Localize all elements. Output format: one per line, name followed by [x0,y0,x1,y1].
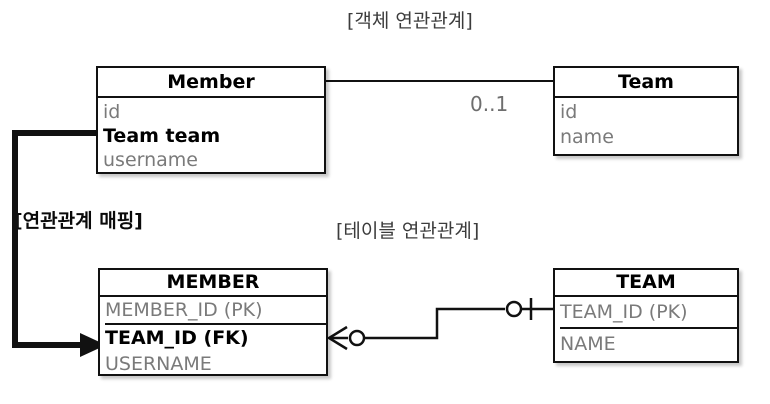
table-box-member-title: MEMBER [100,270,326,297]
table-column-member-id: MEMBER_ID (PK) [105,299,263,321]
class-field-team-id: id [560,101,578,123]
table-box-team[interactable]: TEAM TEAM_ID (PK) NAME [553,268,739,363]
table-box-member[interactable]: MEMBER MEMBER_ID (PK) TEAM_ID (FK) USERN… [98,268,328,376]
table-column-member-username: USERNAME [105,353,212,375]
caption-object-association: [객체 연관관계] [347,10,473,32]
class-box-member[interactable]: Member id Team team username [96,66,326,174]
table-column-team-id: TEAM_ID (PK) [560,301,688,323]
class-box-team-title: Team [555,68,737,98]
multiplicity-label: 0..1 [470,92,509,116]
table-relationship-connector [326,298,553,351]
mapping-arrow [12,130,106,357]
class-field-member-username: username [103,149,198,171]
table-box-member-fields: MEMBER_ID (PK) TEAM_ID (FK) USERNAME [100,297,326,377]
class-field-member-id: id [103,101,121,123]
table-column-member-team-id: TEAM_ID (FK) [105,327,249,349]
class-box-team[interactable]: Team id name [553,66,739,156]
class-box-member-title: Member [98,68,324,98]
class-box-team-fields: id name [555,98,737,150]
caption-table-association: [테이블 연관관계] [336,220,480,242]
class-field-team-name: name [560,126,614,148]
class-box-member-fields: id Team team username [98,98,324,172]
table-box-team-fields: TEAM_ID (PK) NAME [555,297,737,359]
table-box-member-divider [105,323,326,325]
caption-association-mapping: [연관관계 매핑] [14,210,143,232]
table-box-team-title: TEAM [555,270,737,297]
table-column-team-name: NAME [560,333,616,355]
table-box-team-divider [560,327,737,329]
class-field-member-team: Team team [103,125,221,147]
